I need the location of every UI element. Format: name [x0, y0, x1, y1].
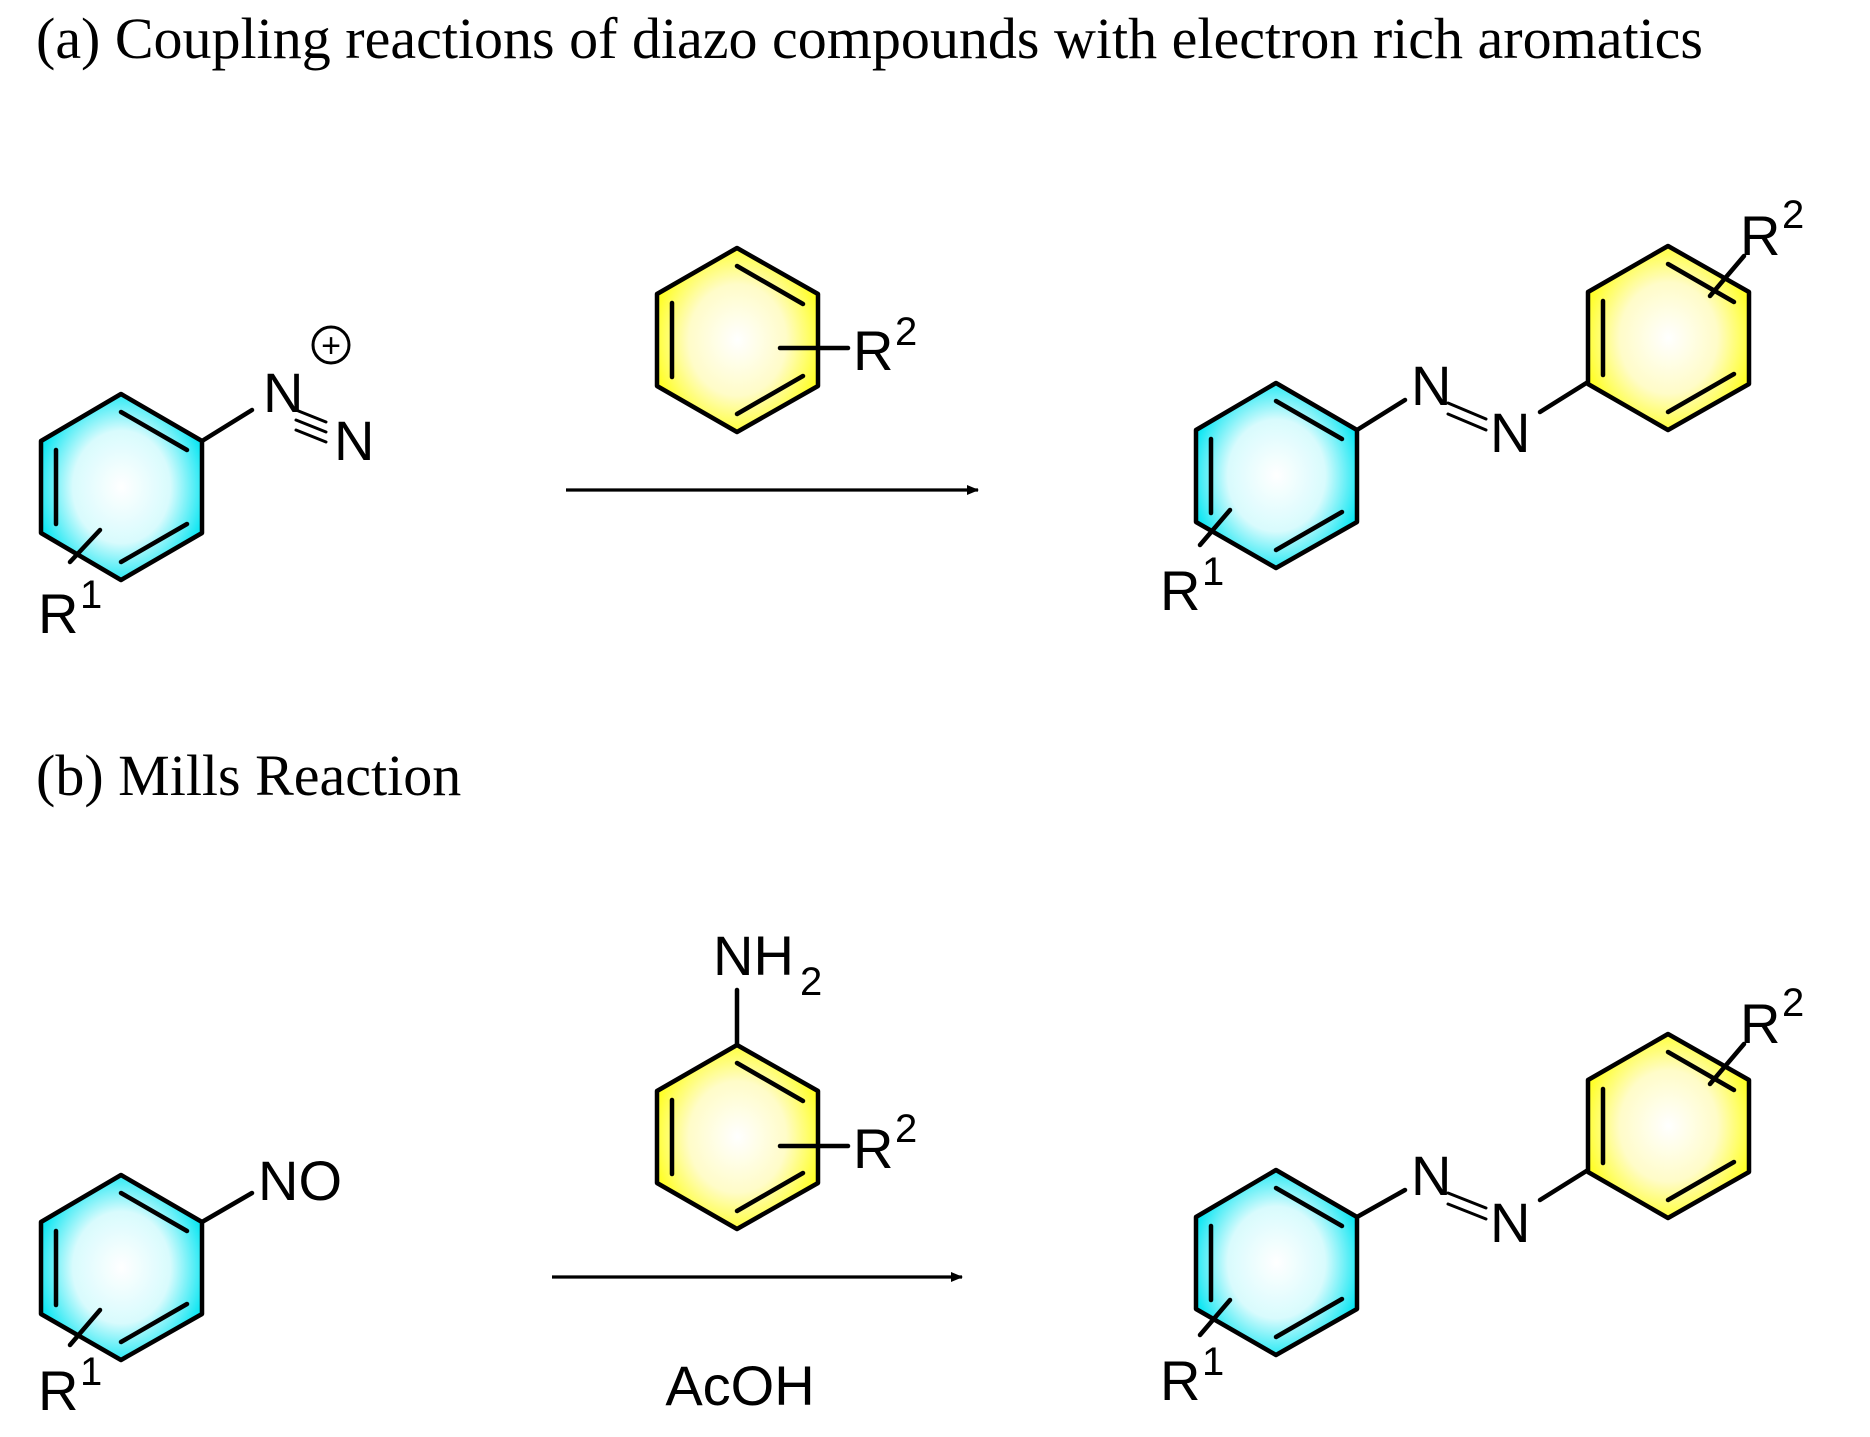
svg-text:2: 2 — [800, 960, 822, 1004]
product-a-n2: N — [1490, 401, 1530, 464]
reactant-a-r1: R — [38, 582, 78, 645]
svg-text:2: 2 — [895, 310, 917, 354]
section-b-title: (b) Mills Reaction — [36, 743, 461, 808]
reagent-b-ring — [654, 1042, 821, 1232]
product-a-ring-2 — [1585, 243, 1752, 433]
reagent-b-aniline: NH 2 R 2 — [654, 924, 917, 1232]
product-b-n1: N — [1411, 1144, 1451, 1207]
reagent-a-ring — [654, 245, 821, 435]
svg-text:1: 1 — [80, 1350, 102, 1394]
product-b-ring-1 — [1193, 1167, 1360, 1358]
product-a-r2: R — [1740, 204, 1780, 267]
product-a-n1: N — [1411, 354, 1451, 417]
reactant-b-ring — [38, 1172, 205, 1363]
reactant-b-nitrosoarene: NO R 1 — [38, 1149, 342, 1422]
reactant-a-ring — [38, 391, 205, 583]
reactant-a-n1: N — [263, 361, 303, 424]
reactant-b-no: NO — [258, 1149, 342, 1212]
charge-symbol: + — [321, 327, 341, 365]
product-b-azobenzene: N N R 2 R 1 — [1160, 981, 1804, 1412]
reagent-a-arene: R 2 — [654, 245, 917, 435]
product-b-n2: N — [1490, 1191, 1530, 1254]
reagent-a-r2: R — [853, 319, 893, 382]
reactant-b-r1: R — [38, 1359, 78, 1422]
product-a-azobenzene: N N R 2 R 1 — [1160, 193, 1804, 622]
svg-text:2: 2 — [895, 1107, 917, 1151]
reactant-a-diazonium: N + N R 1 — [38, 325, 374, 645]
svg-text:1: 1 — [1202, 550, 1224, 594]
reactant-a-n2: N — [334, 409, 374, 472]
svg-text:1: 1 — [1202, 1340, 1224, 1384]
reagent-b-nh2: NH — [713, 924, 794, 987]
reaction-condition: AcOH — [665, 1354, 814, 1417]
product-b-r1: R — [1160, 1349, 1200, 1412]
section-a-title: (a) Coupling reactions of diazo compound… — [36, 6, 1703, 71]
svg-text:2: 2 — [1782, 981, 1804, 1025]
svg-text:2: 2 — [1782, 193, 1804, 237]
svg-text:1: 1 — [80, 573, 102, 617]
product-b-ring-2 — [1585, 1031, 1752, 1221]
product-b-r2: R — [1740, 992, 1780, 1055]
product-a-ring-1 — [1193, 380, 1360, 571]
reagent-b-r2: R — [853, 1117, 893, 1180]
product-a-r1: R — [1160, 559, 1200, 622]
